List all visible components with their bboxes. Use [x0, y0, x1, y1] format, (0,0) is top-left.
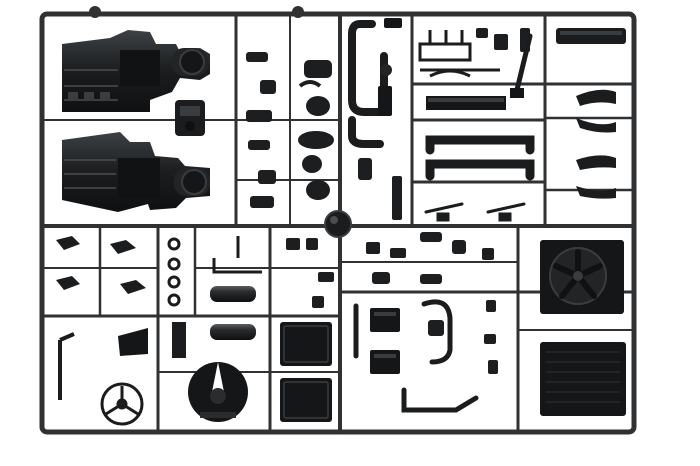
steering-wheel	[100, 382, 144, 426]
engine-block-upper	[62, 30, 210, 112]
engine-block-lower	[62, 132, 210, 212]
crossmember-upper	[425, 135, 535, 155]
small-engine-parts	[246, 52, 332, 208]
drive-shaft	[510, 33, 533, 98]
wiper-arms	[424, 202, 526, 222]
intake-bits	[476, 28, 530, 52]
sprue-gate	[89, 6, 352, 238]
shift-lever-bracket	[58, 328, 148, 400]
fuel-tanks	[210, 236, 262, 340]
crossmember-lower	[425, 159, 535, 181]
seat-panels	[280, 322, 332, 422]
air-lines	[353, 299, 479, 413]
exhaust-pipe-upper-detail	[378, 18, 402, 116]
radiator-with-fan	[540, 240, 624, 314]
belt-pulley-parts	[298, 80, 334, 149]
radiator-core	[540, 342, 626, 416]
bumper-beam	[426, 96, 506, 110]
fifth-wheel-coupling	[172, 322, 248, 422]
intake-manifold	[418, 30, 500, 78]
mirror-brackets	[56, 236, 146, 294]
pump-part	[175, 100, 205, 136]
air-line-bits	[428, 300, 498, 374]
misc-small-parts	[286, 232, 494, 308]
exhaust-pipe-lower	[348, 116, 384, 148]
exhaust-bits	[358, 158, 402, 220]
hub-caps	[167, 237, 181, 307]
battery-boxes	[370, 308, 400, 374]
suspension-springs	[556, 28, 626, 199]
